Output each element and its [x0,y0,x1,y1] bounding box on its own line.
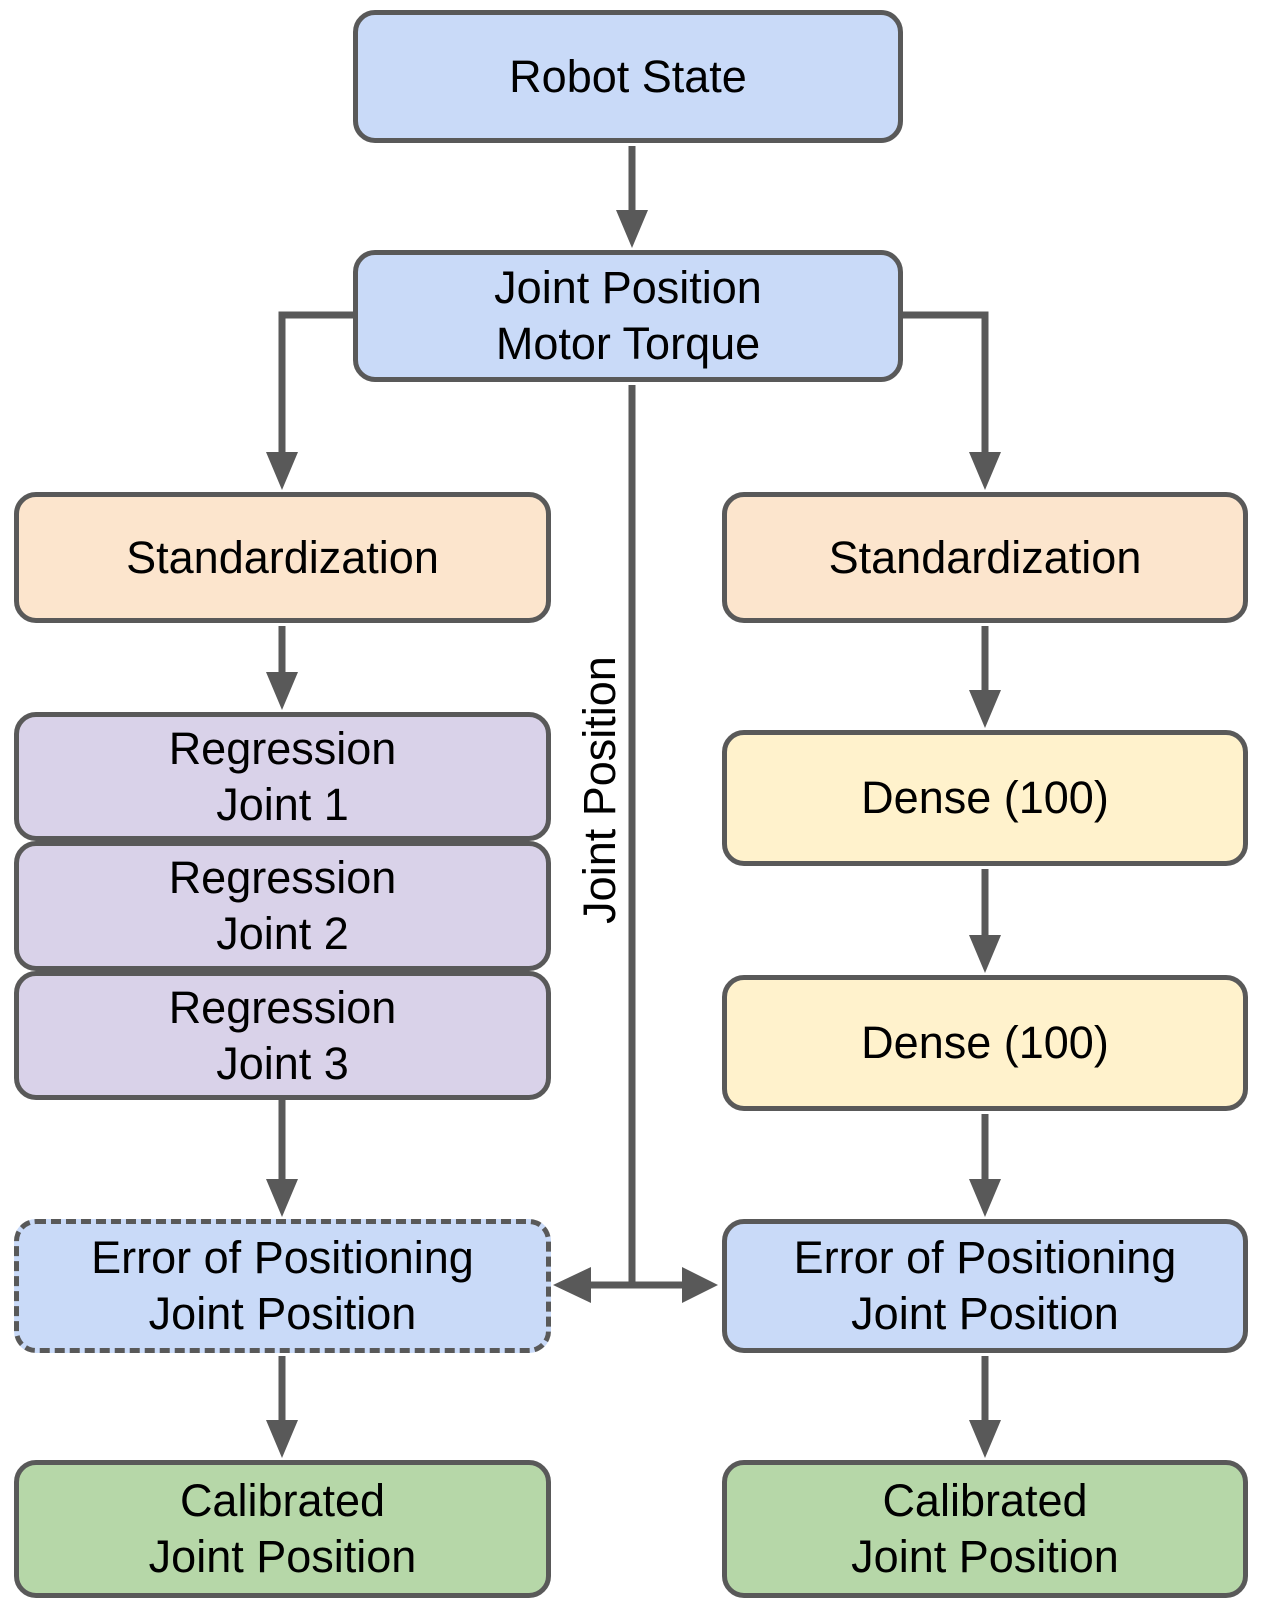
arrow-joint-position-to-error-boxes-icon [553,385,718,1303]
arrow-branch-right-to-standardization-icon [900,311,1001,490]
node-label: Joint 3 [216,1037,349,1089]
node-label: Standardization [126,531,439,583]
node-robot-state: Robot State [353,10,903,143]
node-label: Error of Positioning [793,1232,1177,1283]
node-error-positioning-right: Error of Positioning Joint Position [722,1219,1248,1353]
node-label: Error of Positioning [91,1232,474,1283]
node-joint-position-motor-torque: Joint Position Motor Torque [353,250,903,382]
node-regression-joint-3: Regression Joint 3 [14,971,551,1100]
arrow-robot-state-to-joint-position-icon [616,146,648,248]
node-label: Motor Torque [495,318,761,369]
node-label: Joint Position [851,1288,1119,1339]
node-standardization-right: Standardization [722,492,1248,623]
node-label: Dense (100) [861,1017,1109,1068]
arrow-error-to-calibrated-left-icon [266,1356,298,1458]
arrow-error-to-calibrated-right-icon [969,1356,1001,1458]
node-label: Calibrated [179,1475,386,1526]
edge-label-joint-position: Joint Position [574,656,625,924]
node-standardization-left: Standardization [14,492,551,623]
node-label: Calibrated [882,1475,1088,1526]
node-label: Joint 2 [216,908,349,959]
node-label: Dense (100) [861,772,1109,823]
node-label: Robot State [509,50,747,102]
node-label: Standardization [828,531,1142,583]
node-dense-2: Dense (100) [722,975,1248,1111]
node-calibrated-left: Calibrated Joint Position [14,1460,551,1598]
node-label: Regression [168,981,397,1033]
node-error-positioning-left: Error of Positioning Joint Position [14,1219,551,1353]
node-regression-joint-2: Regression Joint 2 [14,841,551,971]
node-label: Joint Position [148,1531,417,1582]
node-regression-joint-1: Regression Joint 1 [14,712,551,841]
node-label: Joint Position [148,1288,417,1339]
node-label: Regression [168,852,397,903]
node-label: Joint Position [494,262,762,313]
node-label: Joint Position [851,1531,1119,1582]
arrow-standardization-to-dense1-icon [969,626,1001,728]
arrow-dense2-to-error-icon [969,1114,1001,1217]
node-label: Joint 1 [216,778,349,830]
arrow-regression-to-error-icon [266,1100,298,1217]
arrow-dense1-to-dense2-icon [969,869,1001,973]
arrow-branch-left-to-standardization-icon [266,311,356,490]
node-calibrated-right: Calibrated Joint Position [722,1460,1248,1598]
arrow-standardization-to-regression-icon [266,626,298,710]
node-label: Regression [168,722,397,774]
node-dense-1: Dense (100) [722,730,1248,866]
